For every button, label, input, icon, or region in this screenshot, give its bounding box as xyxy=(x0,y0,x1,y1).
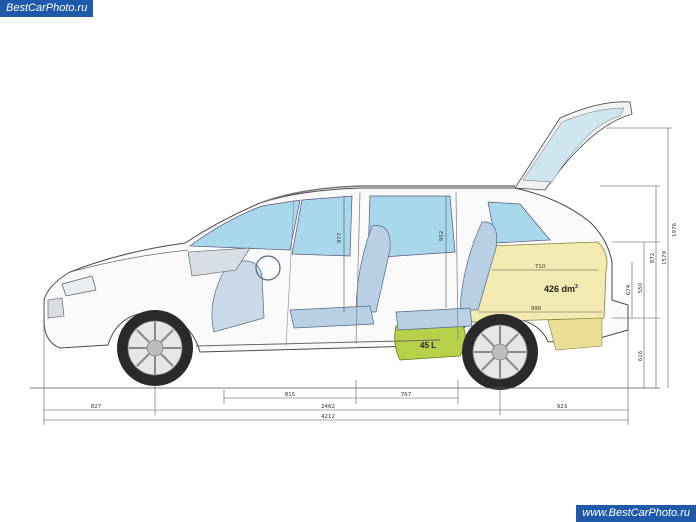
dim-rear-overhang: 923 xyxy=(557,404,568,410)
dim-cargo-length-top: 710 xyxy=(535,264,546,270)
watermark-bottom[interactable]: www.BestCarPhoto.ru xyxy=(576,505,696,522)
dimension-lines xyxy=(43,127,672,425)
dim-seat-spacing: 767 xyxy=(401,392,412,398)
dim-cargo-opening: 550 xyxy=(638,282,644,293)
dim-boot-floor-height: 872 xyxy=(650,253,656,264)
grille xyxy=(47,297,65,319)
b-pillar xyxy=(355,191,361,345)
dashboard xyxy=(187,247,251,277)
dim-front-headroom: 977 xyxy=(337,232,343,243)
steering-wheel xyxy=(255,255,281,281)
c-pillar xyxy=(455,191,459,341)
dim-overall-length: 4212 xyxy=(321,414,335,420)
front-wheel xyxy=(117,310,193,386)
floor-pan xyxy=(195,339,441,347)
fuel-tank xyxy=(394,323,466,361)
windscreen xyxy=(188,199,301,251)
dim-wheelbase: 2462 xyxy=(321,404,335,410)
dim-loading-sill: 616 xyxy=(638,350,644,361)
roof-line xyxy=(259,185,515,204)
front-side-window xyxy=(291,195,353,257)
rear-wheel xyxy=(462,314,538,390)
front-door-line xyxy=(285,199,295,347)
headlamp xyxy=(61,275,97,297)
dim-overall-height: 1579 xyxy=(662,251,668,265)
dim-cargo-length-floor: 990 xyxy=(531,306,542,312)
watermark-top[interactable]: BestCarPhoto.ru xyxy=(0,0,94,17)
fuel-tank-label: 45 L xyxy=(420,341,436,350)
cargo-volume-label: 426 dm3 xyxy=(544,284,578,294)
rear-seat-cushion xyxy=(395,307,473,331)
driver-seat xyxy=(211,260,265,333)
dim-cargo-height: 674 xyxy=(626,284,632,295)
dim-front-to-seat: 815 xyxy=(285,392,296,398)
front-seat-cushion xyxy=(289,305,375,329)
cargo-lower xyxy=(547,317,603,351)
bonnet-line xyxy=(69,249,189,273)
dim-rear-headroom: 952 xyxy=(439,231,445,242)
dim-front-overhang: 827 xyxy=(91,404,102,410)
tailgate-glass xyxy=(522,107,625,183)
dim-tailgate-open-height: 1976 xyxy=(672,223,678,237)
